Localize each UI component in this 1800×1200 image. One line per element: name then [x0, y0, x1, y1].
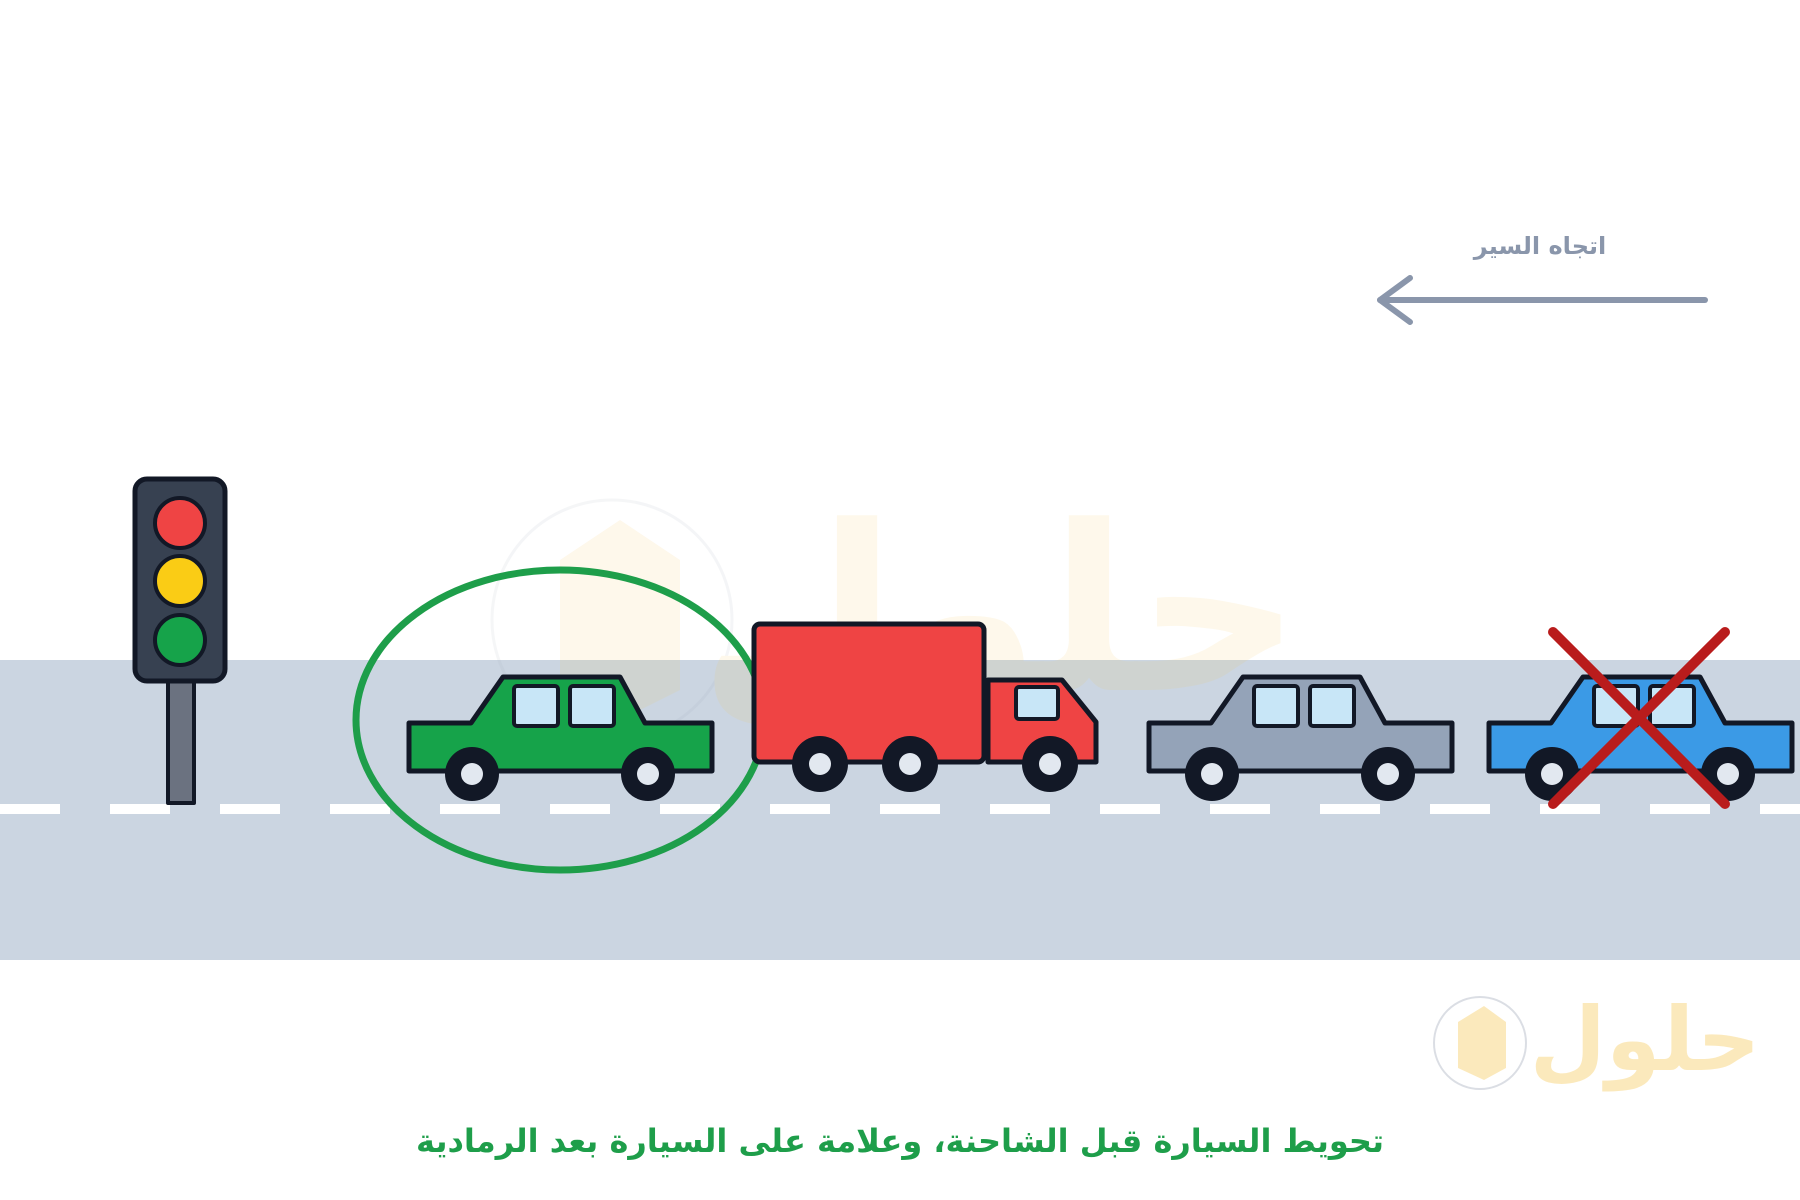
car-wheel	[1185, 747, 1239, 801]
lane-dash	[1100, 804, 1160, 814]
book-logo-icon	[1458, 1006, 1506, 1080]
lane-markings	[0, 804, 1800, 814]
truck-icon	[751, 621, 1099, 792]
watermark-logo: حلول	[1433, 988, 1761, 1092]
car-window	[1252, 684, 1300, 728]
lane-dash	[660, 804, 720, 814]
car-window	[1592, 684, 1640, 728]
gray-car	[1146, 674, 1455, 801]
car-wheel	[445, 747, 499, 801]
direction-indicator: اتجاه السير	[1377, 232, 1708, 325]
watermark-logo-text: حلول	[1530, 988, 1761, 1092]
lane-dash	[440, 804, 500, 814]
lane-dash	[220, 804, 280, 814]
truck-wheel	[792, 736, 848, 792]
car-window	[1308, 684, 1356, 728]
signal-pole	[166, 673, 196, 805]
lane-dash	[1760, 804, 1800, 814]
lane-dash	[330, 804, 390, 814]
signal-yellow-light	[153, 554, 207, 608]
lane-dash	[1430, 804, 1490, 814]
car-window	[568, 684, 616, 728]
lane-dash	[880, 804, 940, 814]
red-truck	[751, 621, 1099, 792]
lane-dash	[1320, 804, 1380, 814]
book-logo-icon	[1433, 996, 1527, 1090]
signal-green-light	[153, 613, 207, 667]
traffic-light-icon	[132, 476, 228, 805]
direction-label: اتجاه السير	[1473, 232, 1606, 260]
lane-dash	[990, 804, 1050, 814]
car-wheel	[621, 747, 675, 801]
signal-red-light	[153, 496, 207, 550]
truck-wheel	[882, 736, 938, 792]
car-icon	[406, 674, 715, 801]
car-wheel	[1361, 747, 1415, 801]
arrow-left-icon	[1377, 275, 1708, 325]
green-car	[406, 674, 715, 801]
lane-dash	[1650, 804, 1710, 814]
truck-wheel	[1022, 736, 1078, 792]
caption: تحويط السيارة قبل الشاحنة، وعلامة على ال…	[416, 1122, 1384, 1160]
truck-window	[1014, 685, 1060, 721]
x-mark-icon	[1548, 627, 1730, 809]
lane-dash	[1210, 804, 1270, 814]
lane-dash	[770, 804, 830, 814]
lane-dash	[550, 804, 610, 814]
car-window	[512, 684, 560, 728]
lane-dash	[110, 804, 170, 814]
truck-cargo	[751, 621, 987, 765]
lane-dash	[0, 804, 60, 814]
car-icon	[1146, 674, 1455, 801]
lane-dash	[1540, 804, 1600, 814]
